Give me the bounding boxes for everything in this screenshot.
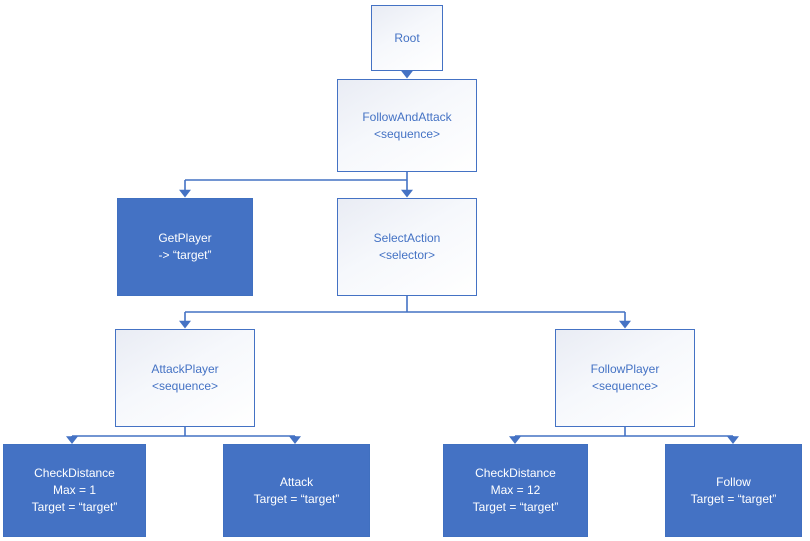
node-label-line: <sequence>	[373, 126, 441, 141]
arrowhead-icon	[509, 436, 521, 444]
node-label-line: Max = 1	[52, 483, 97, 497]
node-attack-player: AttackPlayer <sequence>	[115, 329, 255, 427]
arrowhead-icon	[179, 189, 191, 198]
node-label-line: Attack	[279, 474, 314, 489]
node-label-line: <sequence>	[151, 379, 219, 393]
node-follow-player: FollowPlayer <sequence>	[555, 329, 695, 427]
node-label-line: Root	[394, 30, 420, 45]
node-check-distance-12: CheckDistance Max = 12 Target = “target”	[443, 444, 588, 537]
node-follow: Follow Target = “target”	[665, 444, 802, 537]
arrowhead-icon	[727, 436, 739, 444]
node-label-line: GetPlayer	[158, 231, 212, 245]
node-label-line: CheckDistance	[34, 466, 115, 480]
node-label-line: Target = “target”	[472, 500, 559, 514]
arrowhead-icon	[401, 189, 413, 198]
edge-attackplayer-children	[71, 427, 296, 437]
node-label-line: Target = “target”	[690, 491, 777, 506]
node-label-line: SelectAction	[373, 231, 441, 245]
node-label-line: Follow	[716, 474, 751, 489]
node-label-line: FollowPlayer	[590, 362, 660, 376]
node-label-line: AttackPlayer	[151, 362, 219, 376]
node-attack: Attack Target = “target”	[223, 444, 370, 537]
edge-selectaction-children	[184, 296, 626, 321]
arrowhead-icon	[66, 436, 78, 444]
edge-followplayer-children	[514, 427, 734, 437]
node-check-distance-1: CheckDistance Max = 1 Target = “target”	[3, 444, 146, 537]
node-follow-and-attack: FollowAndAttack <sequence>	[337, 79, 477, 172]
node-label-line: Max = 12	[490, 483, 541, 497]
node-root: Root	[371, 5, 443, 71]
node-label-line: Target = “target”	[31, 500, 118, 514]
edge-followandattack-children	[184, 172, 408, 190]
node-label-line: Target = “target”	[253, 491, 340, 506]
arrowhead-icon	[289, 436, 301, 444]
arrowhead-icon	[619, 320, 631, 329]
node-get-player: GetPlayer -> “target”	[117, 198, 253, 296]
arrowhead-icon	[179, 320, 191, 329]
node-label-line: <selector>	[378, 248, 436, 262]
node-label-line: FollowAndAttack	[362, 109, 452, 124]
arrowhead-icon	[401, 70, 413, 79]
node-label-line: CheckDistance	[475, 466, 556, 480]
node-label-line: -> “target”	[158, 248, 212, 262]
node-label-line: <sequence>	[591, 379, 659, 393]
node-select-action: SelectAction <selector>	[337, 198, 477, 296]
